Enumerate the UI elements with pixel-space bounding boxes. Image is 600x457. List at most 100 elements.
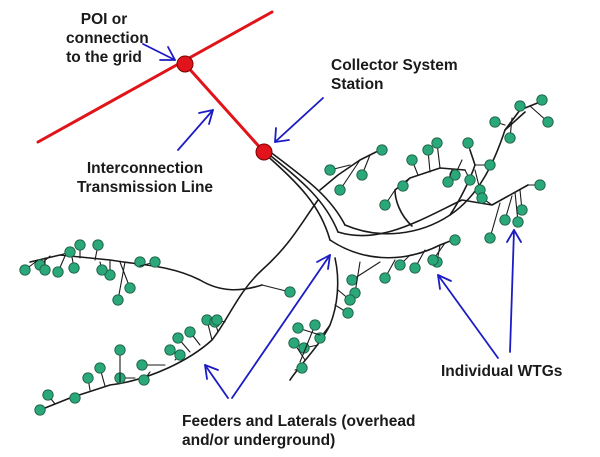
wtg-turbine — [124, 282, 136, 294]
wtg-turbine — [292, 322, 304, 334]
arrow-feeders-2 — [231, 254, 331, 399]
wtg-turbine — [542, 116, 554, 128]
poi-node — [176, 55, 194, 73]
wtg-turbine — [92, 239, 104, 251]
wtg-turbine — [136, 359, 148, 371]
wtg-turbine — [476, 192, 488, 204]
wtg-turbine — [19, 264, 31, 276]
wtg-turbine — [484, 159, 496, 171]
wtg-turbine — [324, 164, 336, 176]
label-poi-line1: POI or — [80, 11, 128, 28]
wtg-turbine — [149, 256, 161, 268]
wtg-turbine — [284, 286, 296, 298]
arrow-poi — [142, 43, 176, 61]
wtg-turbine — [379, 199, 391, 211]
wtg-turbine — [516, 204, 528, 216]
wtg-turbine — [512, 216, 524, 228]
wtg-stem — [299, 324, 316, 363]
feeder-left — [39, 199, 319, 411]
label-interconnection-line1: Interconnection — [86, 160, 204, 177]
label-collector-line1: Collector System — [331, 57, 458, 74]
wtg-turbine — [484, 232, 496, 244]
wtg-turbine — [52, 266, 64, 278]
wtg-turbine — [314, 332, 326, 344]
wtg-turbine — [409, 262, 421, 274]
wtg-turbine — [42, 389, 54, 401]
label-poi-line3: to the grid — [66, 49, 142, 66]
wtg-turbine — [534, 179, 546, 191]
arrow-wtgs-1 — [437, 274, 499, 359]
label-poi: POI or connection to the grid — [66, 10, 149, 67]
wtg-turbine — [449, 234, 461, 246]
wtg-turbine — [172, 332, 184, 344]
lateral-upper-middle — [394, 167, 466, 227]
wtg-turbine — [431, 137, 443, 149]
label-feeders-line1: Feeders and Laterals (overhead — [182, 413, 416, 430]
label-collector-line2: Station — [331, 76, 384, 93]
wtg-stem — [117, 261, 126, 301]
individual-wtgs — [19, 94, 554, 416]
wtg-turbine — [114, 344, 126, 356]
label-poi-line2: connection — [66, 30, 149, 47]
wtg-turbine — [464, 174, 476, 186]
wtg-stem — [489, 202, 501, 239]
arrow-wtgs-2 — [506, 229, 522, 353]
wtg-turbine — [134, 256, 146, 268]
grid-transmission-line — [36, 10, 274, 144]
wtg-turbine — [211, 314, 223, 326]
feeder-upper-right — [344, 111, 526, 235]
wtg-turbine — [499, 214, 511, 226]
wtg-turbine — [96, 264, 108, 276]
wtg-turbine — [104, 269, 116, 281]
wtg-turbine — [164, 344, 176, 356]
wtg-turbine — [309, 319, 321, 331]
wtg-turbine — [296, 362, 308, 374]
wtg-turbine — [184, 326, 196, 338]
label-collector-station: Collector System Station — [331, 56, 458, 94]
wtg-turbine — [346, 274, 358, 286]
wtg-turbine — [427, 254, 439, 266]
interconnection-transmission-line — [183, 62, 266, 154]
wtg-turbine — [489, 116, 501, 128]
wtg-turbine — [334, 184, 346, 196]
wtg-turbine — [376, 144, 388, 156]
wtg-turbine — [422, 144, 434, 156]
wtg-turbine — [442, 176, 454, 188]
label-individual-wtgs: Individual WTGs — [441, 363, 563, 380]
arrow-feeders-1 — [204, 364, 229, 399]
wtg-turbine — [82, 372, 94, 384]
wtg-turbine — [39, 264, 51, 276]
wtg-turbine — [514, 100, 526, 112]
feeder-far-left — [29, 254, 263, 291]
wtg-turbine — [174, 349, 186, 361]
wtg-turbine — [379, 272, 391, 284]
wtg-stem — [339, 159, 361, 191]
collector-station-node — [255, 143, 273, 161]
arrow-collector — [274, 97, 324, 143]
wtg-turbine — [356, 169, 368, 181]
feeder-lower-right — [329, 237, 459, 259]
arrow-interconnection — [177, 109, 214, 151]
wtg-turbine — [397, 180, 409, 192]
feeder-center — [289, 257, 339, 381]
main-feeder-bundle — [262, 150, 346, 241]
wtg-turbine — [288, 337, 300, 349]
wtg-turbine — [344, 294, 356, 306]
wtg-turbine — [462, 137, 474, 149]
wtg-turbine — [536, 94, 548, 106]
label-interconnection-line2: Transmission Line — [76, 179, 214, 196]
wtg-turbine — [64, 246, 76, 258]
wtg-turbine — [34, 404, 46, 416]
wtg-turbine — [138, 374, 150, 386]
wtg-turbine — [94, 362, 106, 374]
wtg-turbine — [74, 239, 86, 251]
label-feeders-line2: and/or underground) — [182, 432, 336, 449]
wtg-turbine — [406, 154, 418, 166]
label-feeders-laterals: Feeders and Laterals (overhead and/or un… — [182, 412, 415, 450]
wtg-turbine — [342, 307, 354, 319]
label-interconnection: Interconnection Transmission Line — [70, 159, 220, 197]
wtg-turbine — [69, 392, 81, 404]
feeder-middle-right — [337, 184, 529, 237]
wtg-turbine — [504, 132, 516, 144]
wtg-turbine — [394, 259, 406, 271]
